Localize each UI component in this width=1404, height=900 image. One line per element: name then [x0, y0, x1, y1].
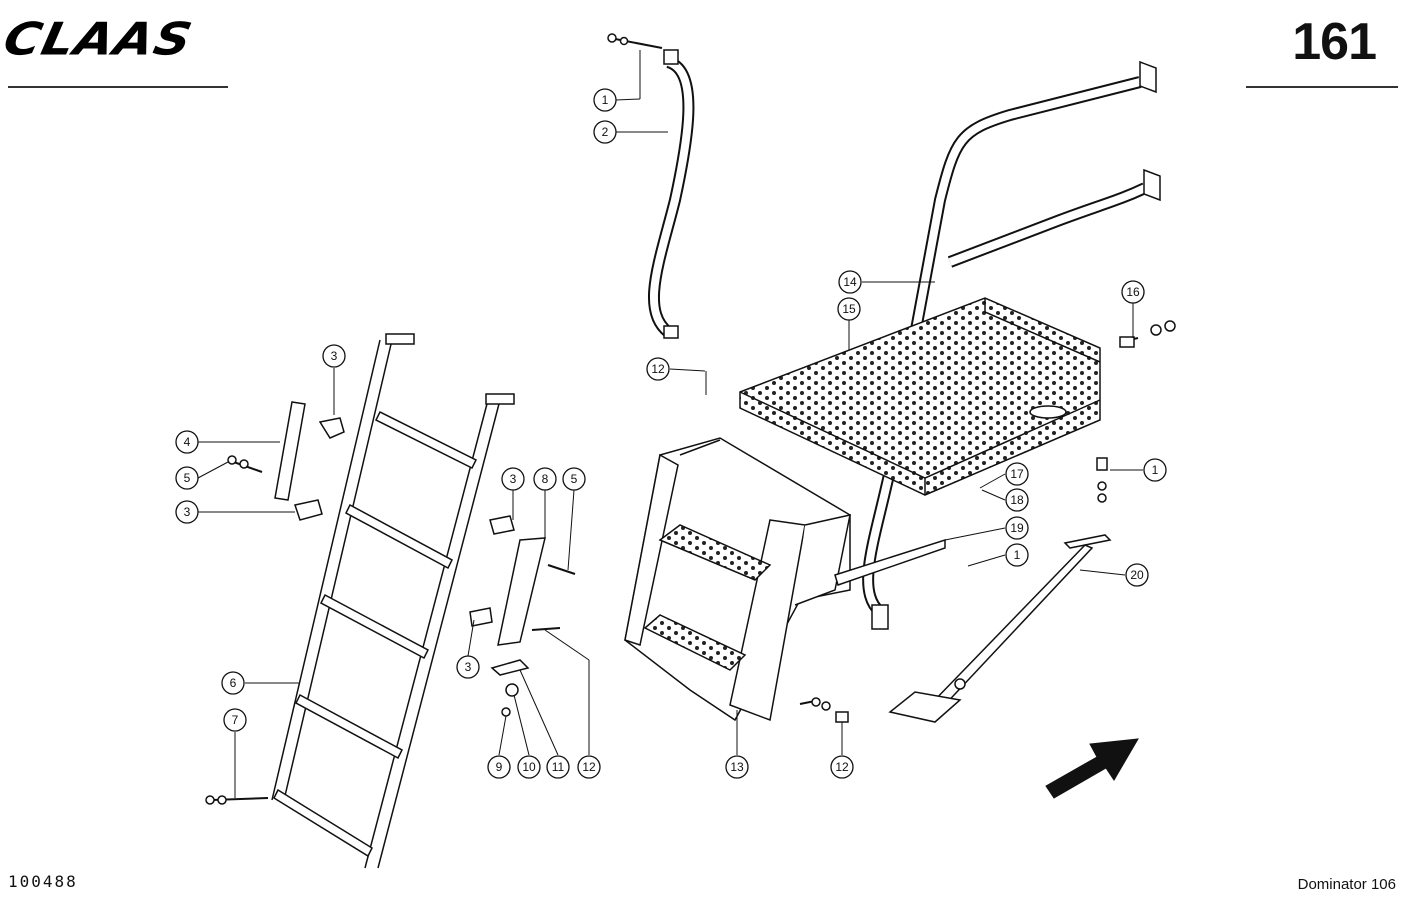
- callout-3-c: 3: [501, 467, 525, 491]
- svg-text:12: 12: [651, 362, 665, 376]
- callout-10: 10: [517, 755, 541, 779]
- svg-text:17: 17: [1010, 467, 1024, 481]
- step-frame: [624, 437, 946, 723]
- svg-text:2: 2: [602, 125, 609, 139]
- callout-7: 7: [223, 708, 247, 732]
- svg-text:1: 1: [1152, 463, 1159, 477]
- callout-1-mid: 1: [1005, 543, 1029, 567]
- header-rule-right: [1246, 86, 1398, 88]
- svg-text:1: 1: [602, 93, 609, 107]
- callout-3-b: 3: [175, 500, 199, 524]
- callout-15: 15: [837, 297, 861, 321]
- callout-6: 6: [221, 671, 245, 695]
- leader-lines: [197, 50, 1143, 798]
- svg-text:5: 5: [184, 471, 191, 485]
- svg-text:15: 15: [842, 302, 856, 316]
- svg-text:13: 13: [730, 760, 744, 774]
- svg-text:3: 3: [184, 505, 191, 519]
- callout-8: 8: [533, 467, 557, 491]
- svg-text:14: 14: [843, 275, 857, 289]
- callouts: 1 2 14 15 16 12 3 4 5 3 3 8 5 3 17 18 1 …: [175, 88, 1167, 779]
- callout-19: 19: [1005, 516, 1029, 540]
- callout-16: 16: [1121, 280, 1145, 304]
- callout-5-mid: 5: [562, 467, 586, 491]
- callout-14: 14: [838, 270, 862, 294]
- callout-12-low: 12: [577, 755, 601, 779]
- diagonal-strut: [888, 457, 1112, 723]
- direction-arrow: [1045, 738, 1139, 799]
- grab-handle-upper: [607, 33, 695, 339]
- callout-1-right: 1: [1143, 458, 1167, 482]
- callout-2: 2: [593, 120, 617, 144]
- svg-text:19: 19: [1010, 521, 1024, 535]
- model-name: Dominator 106: [1297, 876, 1396, 893]
- callout-4: 4: [175, 430, 199, 454]
- callout-13: 13: [725, 755, 749, 779]
- svg-text:7: 7: [232, 713, 239, 727]
- svg-text:8: 8: [542, 472, 549, 486]
- svg-text:16: 16: [1126, 285, 1140, 299]
- callout-12-upper: 12: [646, 357, 670, 381]
- callout-17: 17: [1005, 462, 1029, 486]
- svg-text:18: 18: [1010, 493, 1024, 507]
- svg-text:20: 20: [1130, 568, 1144, 582]
- svg-text:12: 12: [835, 760, 849, 774]
- header-rule-left: [8, 86, 228, 88]
- ladder-brackets: [227, 401, 576, 717]
- callout-9: 9: [487, 755, 511, 779]
- svg-text:6: 6: [230, 676, 237, 690]
- svg-text:3: 3: [331, 349, 338, 363]
- svg-text:5: 5: [571, 472, 578, 486]
- callout-5-left: 5: [175, 466, 199, 490]
- page-number: 161: [1292, 13, 1377, 71]
- svg-text:1: 1: [1014, 548, 1021, 562]
- svg-text:9: 9: [496, 760, 503, 774]
- access-ladder: [205, 333, 515, 869]
- callout-1-top: 1: [593, 88, 617, 112]
- svg-text:3: 3: [510, 472, 517, 486]
- svg-text:3: 3: [465, 660, 472, 674]
- svg-text:12: 12: [582, 760, 596, 774]
- callout-12-right: 12: [830, 755, 854, 779]
- drawing-number: 100488: [8, 872, 78, 891]
- callout-3-a: 3: [322, 344, 346, 368]
- svg-text:4: 4: [184, 435, 191, 449]
- svg-text:10: 10: [522, 760, 536, 774]
- svg-text:11: 11: [552, 760, 565, 774]
- perforated-platform: [739, 297, 1176, 496]
- callout-18: 18: [1005, 488, 1029, 512]
- callout-3-d: 3: [456, 655, 480, 679]
- callout-11: 11: [546, 755, 570, 779]
- callout-20: 20: [1125, 563, 1149, 587]
